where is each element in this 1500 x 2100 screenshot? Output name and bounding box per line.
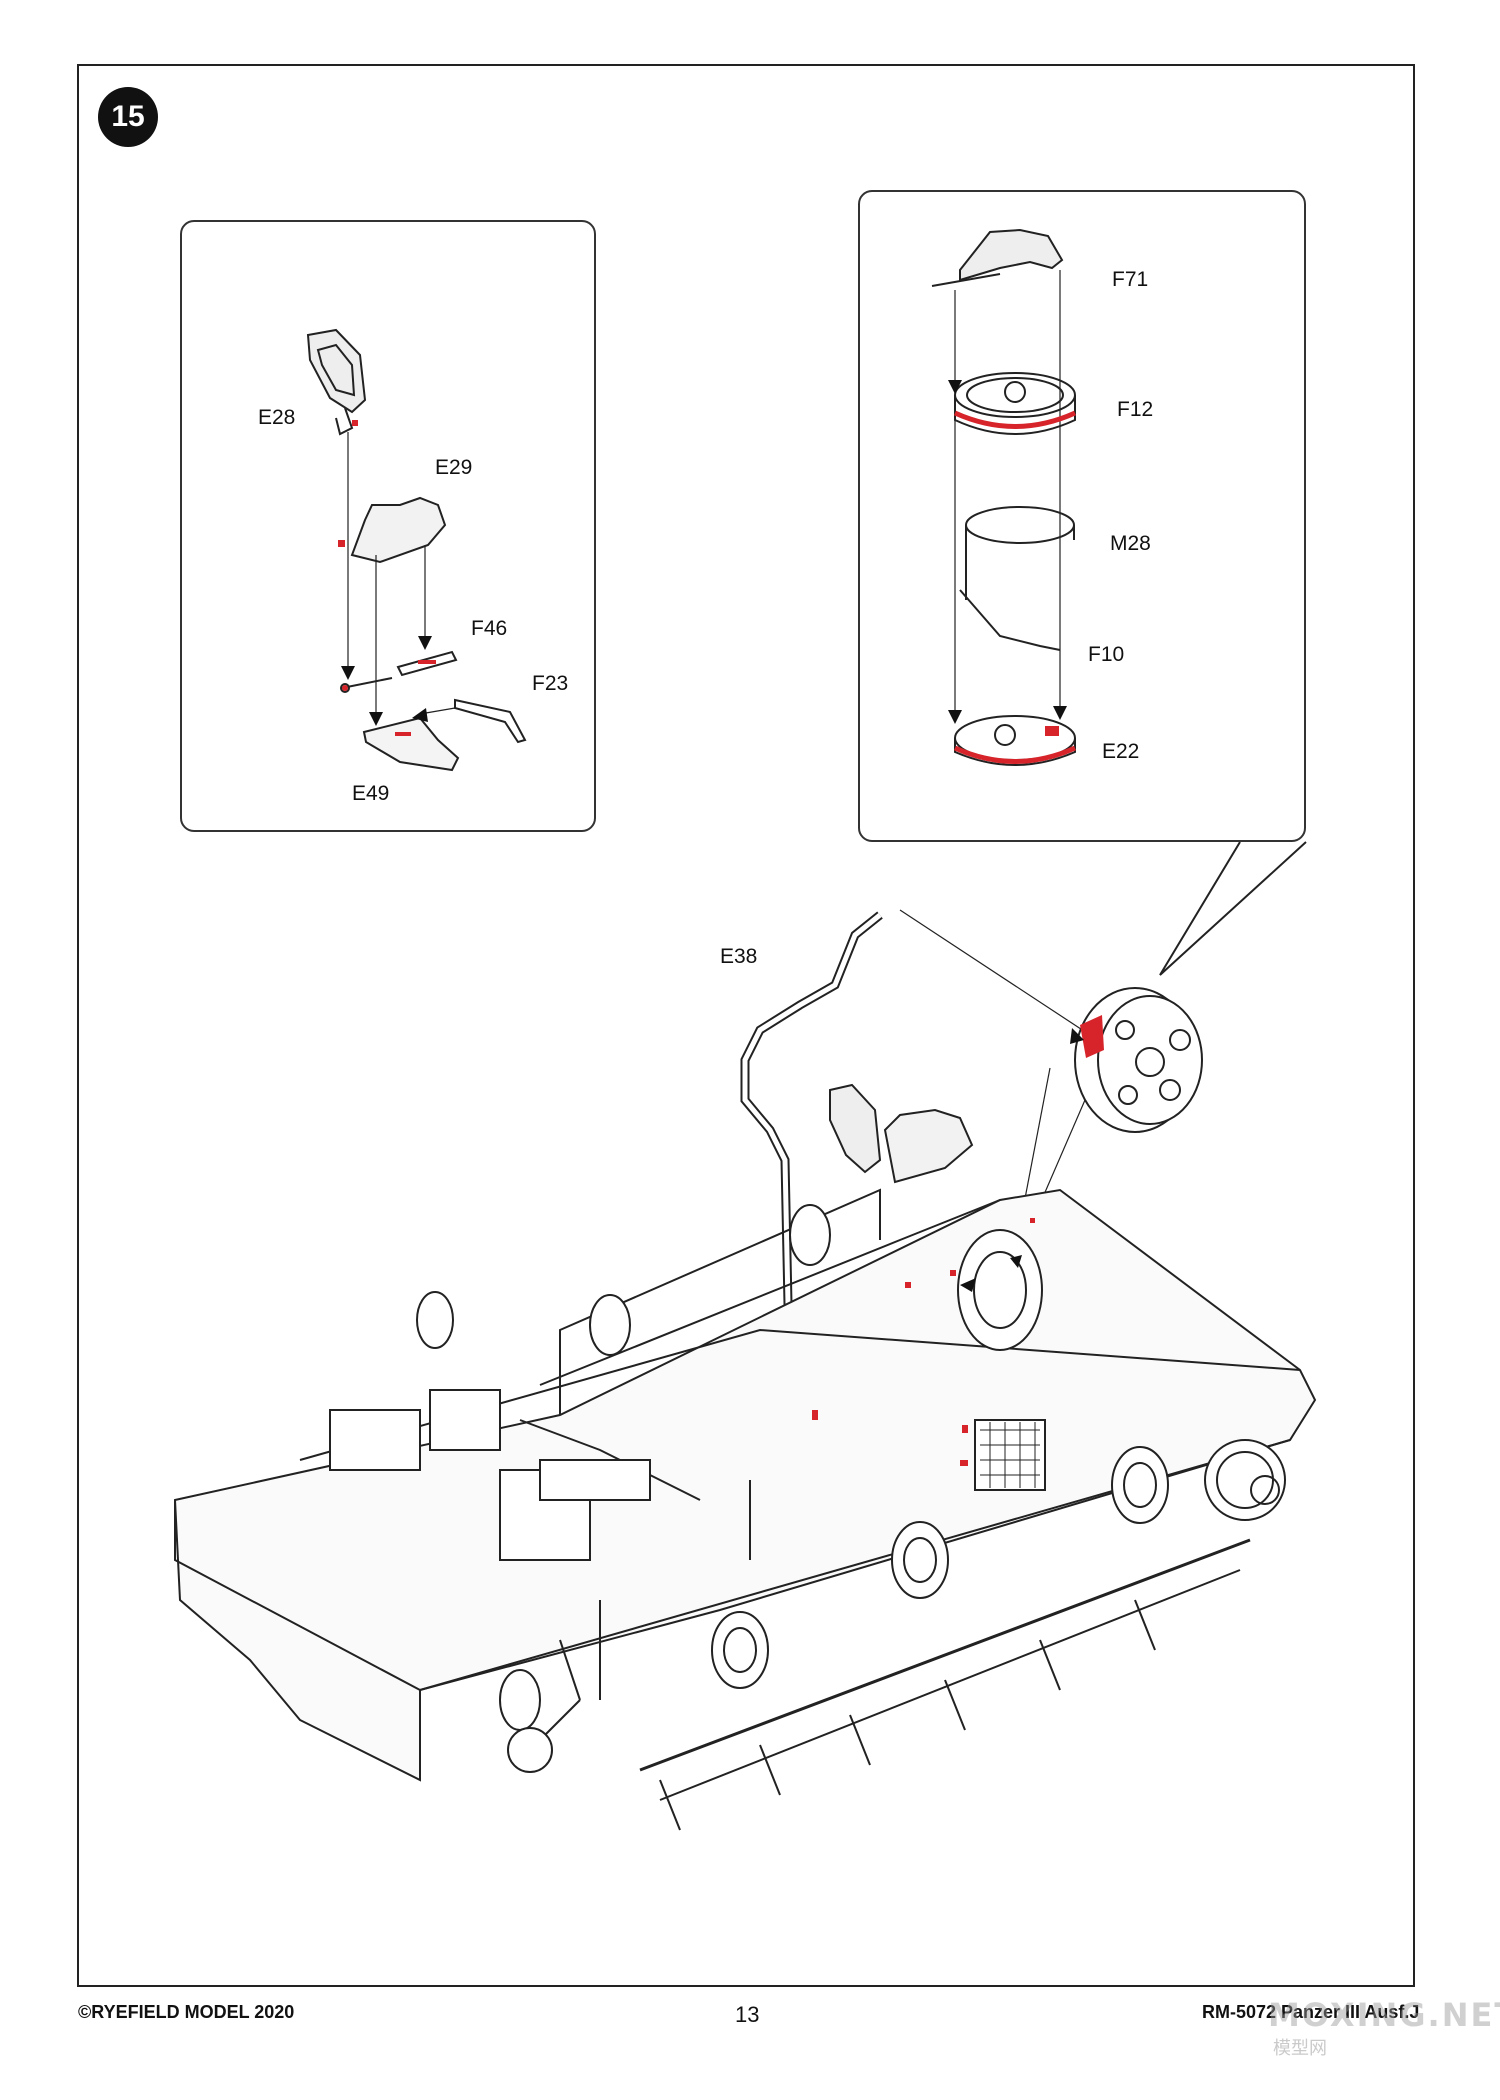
footer-page-number: 13 <box>735 2002 760 2027</box>
footer-copyright: ©RYEFIELD MODEL 2020 <box>78 2002 295 2022</box>
turret-basket-parts-drawing <box>931 228 1076 766</box>
page-frame <box>77 64 1415 1987</box>
label-f46: F46 <box>471 617 508 640</box>
label-m28: M28 <box>1110 532 1151 555</box>
label-e38: E38 <box>720 945 758 968</box>
label-f10: F10 <box>1088 643 1125 666</box>
step-number-badge: 15 <box>98 87 158 147</box>
label-e49: E49 <box>352 782 390 805</box>
label-f23: F23 <box>532 672 569 695</box>
seat-parts-drawing <box>306 328 527 772</box>
watermark-logo: MOXING.NET <box>1268 1996 1500 2034</box>
watermark-subtext: 模型网 <box>1273 2038 1327 2058</box>
hull-interior-drawing <box>173 909 1317 1831</box>
label-e28: E28 <box>258 406 296 429</box>
turret-basket-inset-panel <box>858 190 1306 842</box>
callout-pointer <box>1159 841 1307 976</box>
label-f12: F12 <box>1117 398 1154 421</box>
footer-kit-name: RM-5072 Panzer III Ausf.J <box>1202 2002 1420 2022</box>
label-e29: E29 <box>435 456 473 479</box>
label-f71: F71 <box>1112 268 1149 291</box>
label-e22: E22 <box>1102 740 1140 763</box>
